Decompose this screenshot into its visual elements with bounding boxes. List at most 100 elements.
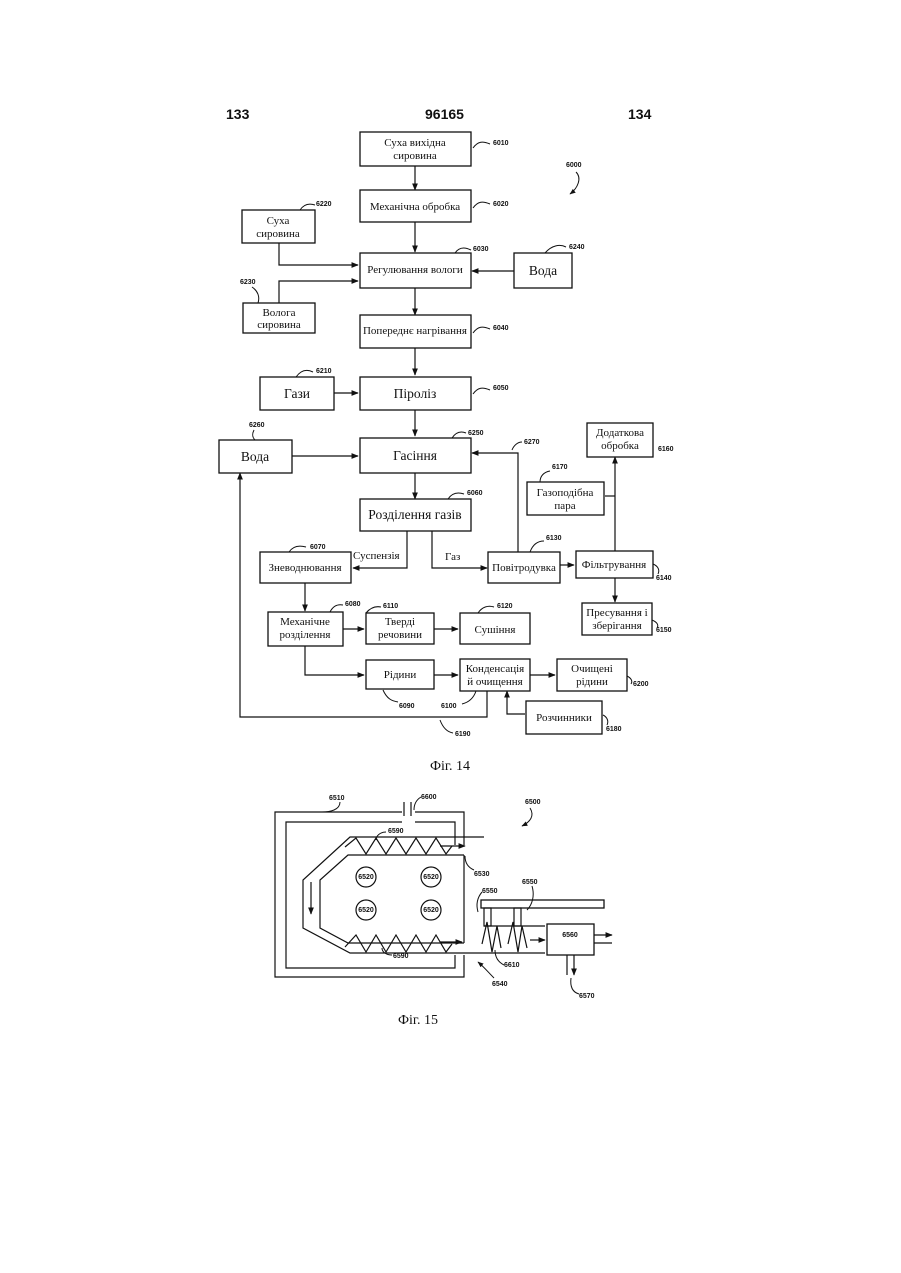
- outlet-assembly: 6560: [481, 900, 612, 975]
- ref-6240: 6240: [569, 244, 585, 251]
- box-6160-label-2: обробка: [601, 440, 639, 452]
- ref-6180: 6180: [606, 726, 622, 733]
- box-6070: Зневоднювання 6070: [260, 544, 351, 583]
- sample-6520-top-right: 6520: [421, 867, 441, 887]
- ref-6190: 6190: [455, 731, 471, 738]
- box-6150-label-1: Пресування і: [586, 607, 647, 619]
- box-6030: Регулювання вологи 6030: [360, 246, 489, 288]
- box-6060-label: Розділення газів: [368, 507, 461, 522]
- box-6010-label-2: сировина: [393, 150, 437, 162]
- box-6100-label-1: Конденсація: [466, 663, 524, 675]
- ref-6010: 6010: [493, 140, 509, 147]
- ref-6100: 6100: [441, 703, 457, 710]
- figure-15-caption: Фіг. 15: [398, 1013, 438, 1028]
- box-6260-label: Вода: [241, 449, 269, 464]
- ref-6040: 6040: [493, 325, 509, 332]
- ref-6050: 6050: [493, 385, 509, 392]
- box-6090: Рідини 6090: [366, 660, 434, 710]
- box-6170: Газоподібна пара 6170: [527, 464, 604, 515]
- box-6140: Фільтрування 6140: [576, 551, 672, 582]
- ref-6070: 6070: [310, 544, 326, 551]
- ref-6520-4: 6520: [423, 907, 439, 914]
- heating-chamber: [303, 837, 484, 953]
- box-6040-label: Попереднє нагрівання: [363, 325, 467, 337]
- box-6050-label: Піроліз: [394, 386, 437, 401]
- ref-6510: 6510: [329, 795, 345, 802]
- ref-6260: 6260: [249, 422, 265, 429]
- box-6170-label-2: пара: [554, 500, 575, 512]
- box-6140-label: Фільтрування: [582, 559, 646, 571]
- ref-6020: 6020: [493, 201, 509, 208]
- box-6010-label-1: Суха вихідна: [384, 137, 446, 149]
- box-6260: Вода 6260: [219, 422, 292, 473]
- ref-6130: 6130: [546, 535, 562, 542]
- box-6150-label-2: зберігання: [592, 620, 641, 632]
- box-6020: Механічна обробка 6020: [360, 190, 509, 222]
- box-6080-label-2: розділення: [279, 629, 330, 641]
- ref-6160: 6160: [658, 446, 674, 453]
- ref-6600: 6600: [421, 794, 437, 801]
- box-6180: Розчинники 6180: [526, 701, 622, 734]
- ref-6230: 6230: [240, 279, 256, 286]
- box-6230-label-1: Волога: [262, 307, 295, 319]
- box-6230: Волога сировина 6230: [240, 279, 315, 333]
- box-6010: Суха вихідна сировина 6010: [360, 132, 509, 166]
- box-6110-label-2: речовини: [378, 629, 422, 641]
- box-6170-label-1: Газоподібна: [537, 487, 594, 499]
- box-6100-label-2: й очищення: [467, 676, 522, 688]
- ref-6080: 6080: [345, 601, 361, 608]
- box-6250-label: Гасіння: [393, 448, 437, 463]
- box-6030-label: Регулювання вологи: [367, 264, 463, 276]
- box-6060: Розділення газів 6060: [360, 490, 483, 531]
- ref-6060: 6060: [467, 490, 483, 497]
- box-6220-label-2: сировина: [256, 228, 300, 240]
- box-6200-label-2: рідини: [576, 676, 608, 688]
- box-6240: Вода 6240: [514, 244, 585, 288]
- ref-6560: 6560: [562, 932, 578, 939]
- box-6090-label: Рідини: [384, 669, 417, 681]
- box-6210-label: Гази: [284, 386, 310, 401]
- box-6220: Суха сировина 6220: [242, 201, 332, 243]
- sample-6520-bottom-right: 6520: [421, 900, 441, 920]
- ref-6270: 6270: [524, 439, 540, 446]
- ref-6120: 6120: [497, 603, 513, 610]
- figure-15-apparatus: 6520 6520 6520 6520: [275, 794, 612, 1028]
- ref-6210: 6210: [316, 368, 332, 375]
- box-6040: Попереднє нагрівання 6040: [360, 315, 509, 348]
- box-6220-label-1: Суха: [267, 215, 290, 227]
- box-6080-label-1: Механічне: [280, 616, 330, 628]
- ref-6030: 6030: [473, 246, 489, 253]
- ref-6220: 6220: [316, 201, 332, 208]
- ref-6150: 6150: [656, 627, 672, 634]
- box-6120: Сушіння 6120: [460, 603, 530, 644]
- box-6110-label-1: Тверді: [385, 616, 415, 628]
- ref-6500: 6500: [525, 799, 541, 806]
- ref-6520-1: 6520: [358, 874, 374, 881]
- ref-6550-right: 6550: [522, 879, 538, 886]
- figure-14-caption: Фіг. 14: [430, 759, 470, 774]
- ref-6110: 6110: [383, 603, 398, 610]
- ref-6610: 6610: [504, 962, 520, 969]
- ref-6520-3: 6520: [358, 907, 374, 914]
- box-6050: Піроліз 6050: [360, 377, 509, 410]
- box-6150: Пресування і зберігання 6150: [582, 603, 672, 635]
- box-6200-label-1: Очищені: [571, 663, 613, 675]
- ref-6590-bottom: 6590: [393, 953, 409, 960]
- ref-6000: 6000: [566, 162, 582, 169]
- box-6230-label-2: сировина: [257, 319, 301, 331]
- box-6160-label-1: Додаткова: [596, 427, 644, 439]
- sample-6520-bottom-left: 6520: [356, 900, 376, 920]
- sample-6520-top-left: 6520: [356, 867, 376, 887]
- ref-6140: 6140: [656, 575, 672, 582]
- box-6160: Додаткова обробка 6160: [587, 423, 674, 457]
- ref-6570: 6570: [579, 993, 595, 1000]
- ref-6090: 6090: [399, 703, 415, 710]
- ref-6590-top: 6590: [388, 828, 404, 835]
- ref-6550-left: 6550: [482, 888, 498, 895]
- box-6250: Гасіння 6250: [360, 430, 484, 473]
- fig15-reference-labels: 6510 6600 6500 6590 6530 6550 6550 6590 …: [322, 794, 595, 1000]
- box-6240-label: Вода: [529, 263, 557, 278]
- label-suspension: Суспензія: [353, 550, 400, 562]
